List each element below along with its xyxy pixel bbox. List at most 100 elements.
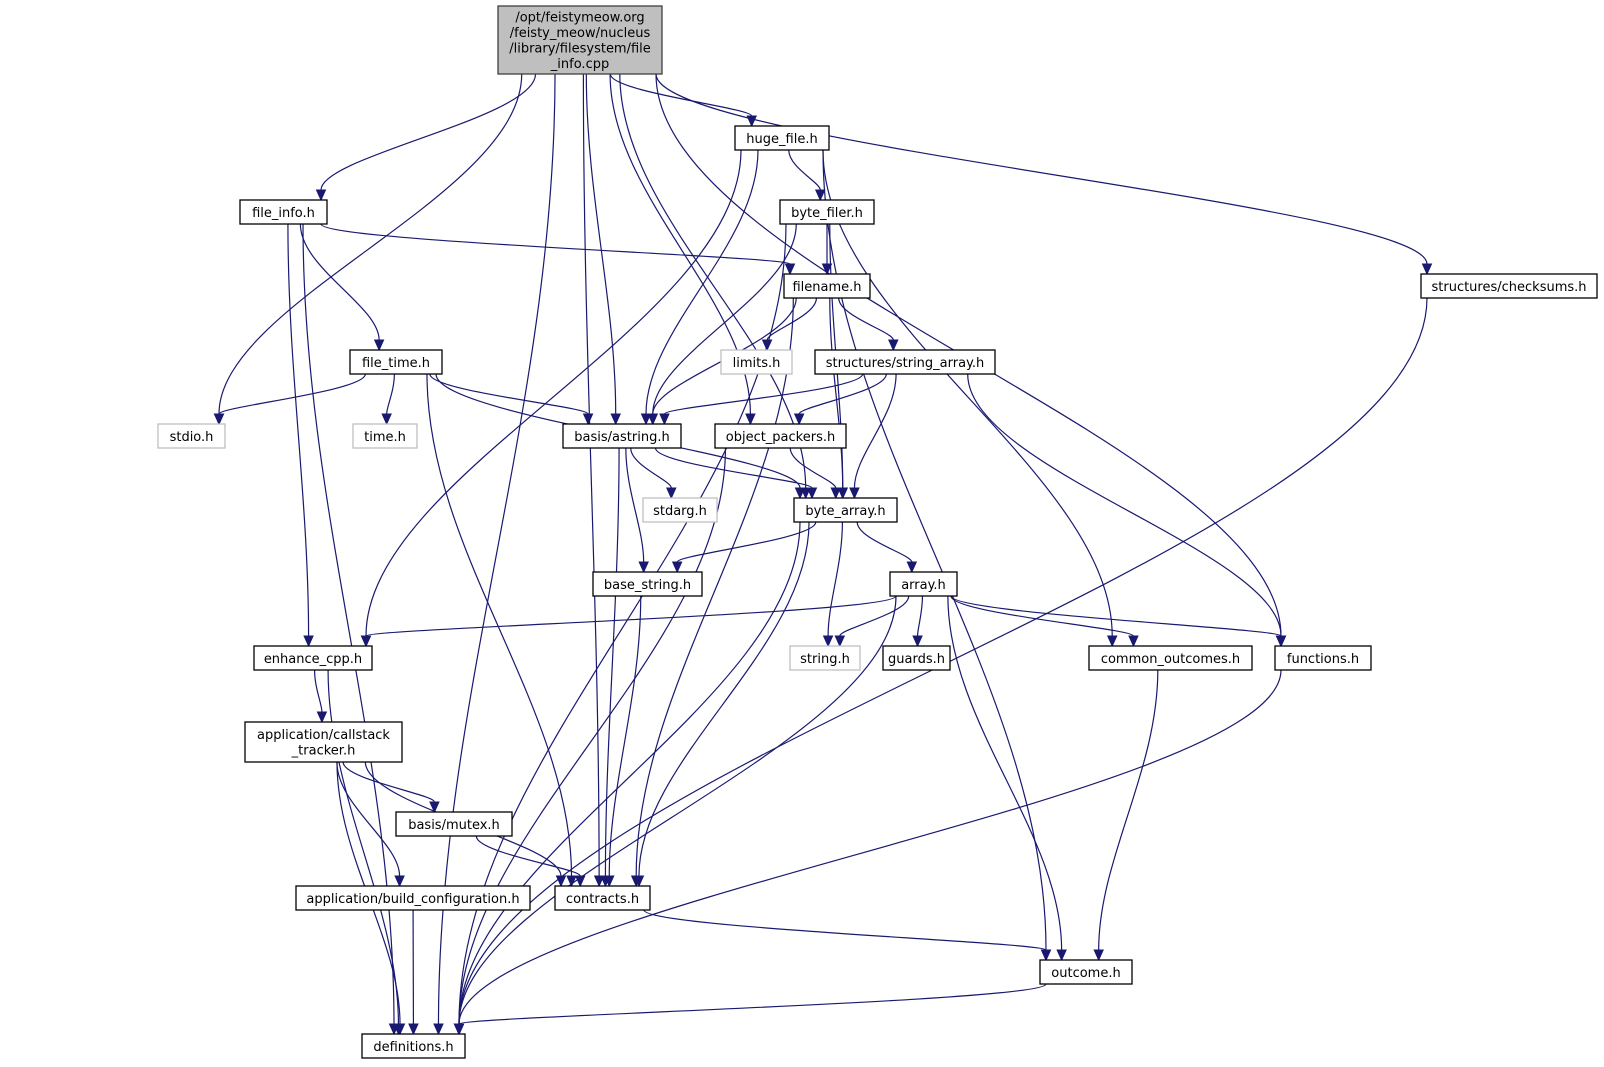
node-box bbox=[734, 125, 830, 151]
edge-object-packers-to-definitions bbox=[458, 447, 727, 1025]
edge-byte-array-to-contracts bbox=[638, 521, 810, 877]
node-base-string[interactable]: base_string.h bbox=[592, 571, 703, 597]
node-guards[interactable]: guards.h bbox=[882, 645, 951, 671]
node-file-time[interactable]: file_time.h bbox=[349, 349, 443, 375]
node-outcome[interactable]: outcome.h bbox=[1039, 959, 1133, 985]
node-box bbox=[253, 645, 373, 671]
arrowhead-icon bbox=[316, 711, 328, 724]
edge-common-outcomes-to-outcome bbox=[1098, 669, 1159, 951]
arrowhead-icon bbox=[360, 635, 372, 648]
arrowhead-icon bbox=[761, 339, 773, 352]
node-label: application/callstack bbox=[257, 728, 390, 743]
node-build-config[interactable]: application/build_configuration.h bbox=[295, 885, 531, 911]
node-byte-array[interactable]: byte_array.h bbox=[793, 497, 898, 523]
node-box bbox=[592, 571, 703, 597]
edge-root-to-huge-file bbox=[609, 73, 753, 117]
node-box bbox=[497, 5, 663, 75]
node-box bbox=[554, 885, 651, 911]
arrowhead-icon bbox=[666, 487, 677, 500]
node-checksums[interactable]: structures/checksums.h bbox=[1420, 273, 1598, 299]
arrowhead-icon bbox=[574, 875, 586, 888]
node-array[interactable]: array.h bbox=[889, 571, 958, 597]
node-box bbox=[239, 199, 328, 225]
node-label: filename.h bbox=[792, 280, 861, 295]
node-box bbox=[882, 645, 951, 671]
node-label: functions.h bbox=[1287, 652, 1359, 667]
edge-astring-to-byte-array bbox=[654, 447, 813, 489]
node-label: _info.cpp bbox=[550, 57, 609, 72]
edge-byte-array-to-definitions bbox=[458, 521, 801, 1025]
edge-outcome-to-definitions bbox=[458, 983, 1047, 1025]
node-label: guards.h bbox=[888, 652, 945, 667]
edge-root-to-stdio bbox=[218, 73, 523, 415]
arrowhead-icon bbox=[408, 1023, 419, 1036]
node-label: byte_array.h bbox=[805, 504, 885, 519]
node-box bbox=[814, 349, 996, 375]
node-definitions[interactable]: definitions.h bbox=[361, 1033, 466, 1059]
node-label: base_string.h bbox=[604, 578, 691, 593]
arrowhead-icon bbox=[814, 189, 826, 202]
node-stdio[interactable]: stdio.h bbox=[157, 423, 226, 449]
edge-root-to-checksums bbox=[655, 73, 1428, 265]
node-label: contracts.h bbox=[566, 892, 639, 907]
node-enhance-cpp[interactable]: enhance_cpp.h bbox=[253, 645, 373, 671]
arrowhead-icon bbox=[1040, 949, 1052, 962]
node-mutex[interactable]: basis/mutex.h bbox=[395, 811, 513, 837]
node-huge-file[interactable]: huge_file.h bbox=[734, 125, 830, 151]
arrowhead-icon bbox=[593, 875, 605, 888]
node-label: string.h bbox=[800, 652, 850, 667]
node-string-h[interactable]: string.h bbox=[789, 645, 861, 671]
arrowhead-icon bbox=[837, 487, 848, 500]
edge-array-to-definitions bbox=[458, 595, 897, 1025]
node-label: byte_filer.h bbox=[791, 206, 863, 221]
node-string-array[interactable]: structures/string_array.h bbox=[814, 349, 996, 375]
node-time[interactable]: time.h bbox=[352, 423, 418, 449]
arrowhead-icon bbox=[830, 487, 842, 500]
node-label: structures/checksums.h bbox=[1431, 280, 1586, 295]
node-box bbox=[295, 885, 531, 911]
edge-huge-file-to-outcome bbox=[822, 149, 1047, 951]
arrowhead-icon bbox=[633, 875, 645, 888]
arrowhead-icon bbox=[806, 487, 818, 500]
node-box bbox=[889, 571, 958, 597]
node-label: stdio.h bbox=[170, 430, 214, 445]
arrowhead-icon bbox=[566, 875, 577, 888]
edge-filename-to-byte-array bbox=[829, 297, 844, 489]
node-callstack[interactable]: application/callstack_tracker.h bbox=[244, 721, 403, 763]
node-object-packers[interactable]: object_packers.h bbox=[714, 423, 847, 449]
node-label: time.h bbox=[364, 430, 406, 445]
node-contracts[interactable]: contracts.h bbox=[554, 885, 651, 911]
node-label: file_info.h bbox=[252, 206, 315, 221]
node-box bbox=[779, 199, 875, 225]
edge-array-to-outcome bbox=[947, 595, 1063, 951]
edge-byte-array-to-array bbox=[856, 521, 913, 563]
node-common-outcomes[interactable]: common_outcomes.h bbox=[1088, 645, 1253, 671]
node-box bbox=[642, 497, 718, 523]
edge-root-to-contracts bbox=[582, 73, 600, 877]
edge-array-to-enhance-cpp bbox=[365, 595, 897, 637]
node-root[interactable]: /opt/feistymeow.org/feisty_meow/nucleus/… bbox=[497, 5, 663, 75]
node-box bbox=[783, 273, 871, 299]
node-limits[interactable]: limits.h bbox=[720, 349, 793, 375]
node-label: object_packers.h bbox=[726, 430, 835, 445]
arrowhead-icon bbox=[659, 413, 670, 426]
edge-contracts-to-outcome bbox=[643, 909, 1047, 951]
edge-huge-file-to-enhance-cpp bbox=[365, 149, 742, 637]
arrowhead-icon bbox=[1421, 263, 1433, 276]
edge-callstack-to-mutex bbox=[342, 761, 436, 803]
node-filename[interactable]: filename.h bbox=[783, 273, 871, 299]
node-label: application/build_configuration.h bbox=[306, 892, 519, 907]
node-file-info[interactable]: file_info.h bbox=[239, 199, 328, 225]
edge-base-string-to-contracts bbox=[608, 595, 642, 877]
edge-string-array-to-object-packers bbox=[798, 373, 887, 415]
node-label: array.h bbox=[901, 578, 946, 593]
node-functions[interactable]: functions.h bbox=[1274, 645, 1372, 671]
node-astring[interactable]: basis/astring.h bbox=[562, 423, 682, 449]
node-stdarg[interactable]: stdarg.h bbox=[642, 497, 718, 523]
node-byte-filer[interactable]: byte_filer.h bbox=[779, 199, 875, 225]
node-box bbox=[793, 497, 898, 523]
arrowhead-icon bbox=[394, 875, 405, 888]
node-box bbox=[352, 423, 418, 449]
node-label: basis/astring.h bbox=[574, 430, 669, 445]
edge-byte-array-to-string-h bbox=[827, 521, 844, 637]
